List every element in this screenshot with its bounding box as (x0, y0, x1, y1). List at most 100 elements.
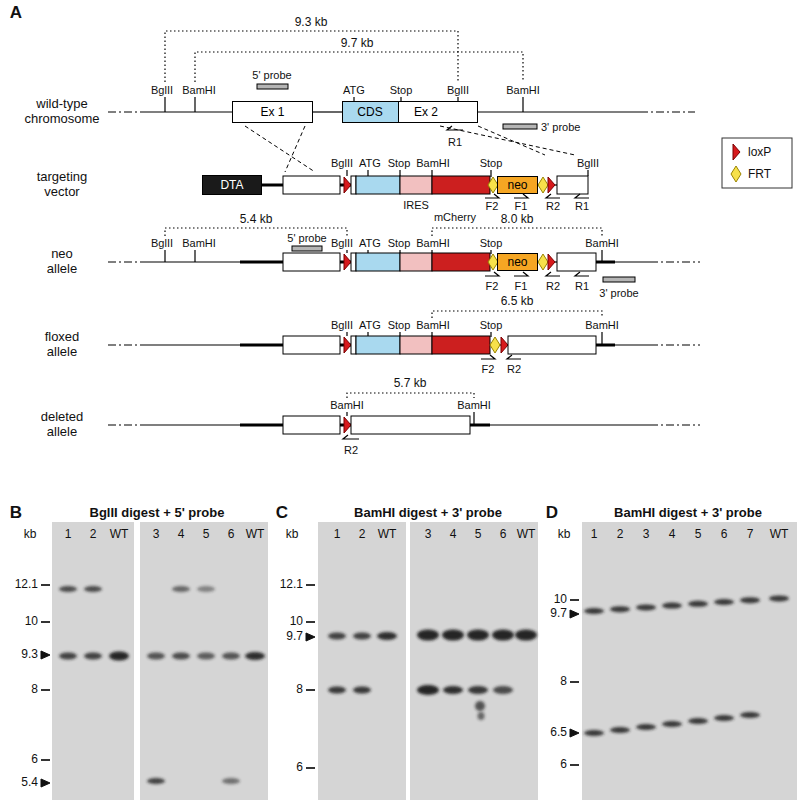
size-label: 9.7 kb (341, 37, 374, 50)
site-tick (346, 332, 347, 336)
blot-band (197, 586, 215, 592)
exon-box (557, 253, 596, 271)
site-label: BglII (151, 84, 173, 96)
site-label: Stop (480, 319, 503, 331)
marker-size: 8 (296, 683, 303, 696)
marker-tick (306, 621, 315, 623)
blot-band (515, 630, 537, 641)
homology-arm (262, 184, 283, 187)
mcherry-box (432, 253, 490, 271)
primer-arrow (507, 355, 521, 359)
homology-crossover (478, 126, 545, 155)
size-label: 9.3 kb (295, 16, 328, 29)
lane-number: 6 (721, 528, 728, 541)
site-label: ATG (359, 319, 381, 331)
exon-box (351, 253, 356, 271)
blot-band (172, 586, 190, 592)
size-label: 5.4 kb (240, 213, 273, 226)
lane-number: 6 (500, 528, 507, 541)
neo-cassette: neo (497, 176, 538, 194)
primer-arrow (575, 272, 589, 276)
row-name: neo allele (40, 247, 85, 276)
primer-label: R1 (575, 200, 589, 212)
size-bracket (432, 228, 602, 236)
site-label: BamHI (182, 84, 216, 96)
legend-shape (731, 166, 741, 182)
blot-band (714, 715, 734, 721)
legend-item: loxP (730, 143, 771, 161)
frt-site (538, 177, 548, 193)
primer-arrow (546, 194, 560, 198)
blot-band (492, 630, 514, 641)
site-tick (164, 250, 165, 262)
marker-size: 6.5 (550, 726, 567, 739)
marker-size: 12.1 (15, 578, 38, 591)
probe-bar (503, 124, 537, 129)
dna-line (145, 111, 232, 112)
homology-arm (470, 424, 490, 427)
lane-number: 5 (695, 528, 702, 541)
site-label: BglII (331, 319, 353, 331)
primer-arrow (575, 194, 589, 198)
unit-label: kb (558, 528, 571, 541)
blot-band (467, 630, 489, 641)
chromosome-continuation (108, 111, 145, 112)
row-name: targeting vector (22, 170, 102, 199)
legend-frame (722, 138, 792, 188)
dna-line (145, 344, 240, 345)
site-label: BglII (151, 237, 173, 249)
site-tick (473, 412, 474, 425)
site-label: Stop (480, 237, 503, 249)
size-label: 6.5 kb (501, 295, 534, 308)
blot-title: BamHI digest + 3' probe (354, 506, 502, 521)
marker-size: 8 (560, 675, 567, 688)
probe-bar (292, 246, 322, 251)
panel-letter: B (10, 503, 22, 522)
box-text: DTA (220, 179, 243, 191)
primer-arrow (343, 435, 359, 439)
marker-size: 6 (296, 761, 303, 774)
site-tick (601, 332, 602, 345)
dna-line (615, 344, 650, 345)
site-label: Stop (390, 84, 413, 96)
lane-number: 7 (747, 528, 754, 541)
site-label: BamHI (416, 237, 450, 249)
site-label: ATG (359, 237, 381, 249)
blot-band (147, 778, 165, 784)
legend-item: FRT (730, 165, 771, 183)
box-text: neo (507, 179, 527, 191)
cds-box (356, 336, 400, 354)
marker-tick (41, 621, 50, 623)
loxp-site (344, 254, 351, 270)
exon-box (283, 416, 340, 434)
probe-label: 5' probe (252, 69, 291, 81)
blot-band (84, 586, 102, 592)
marker-arrowhead (41, 651, 50, 659)
blot-band (584, 608, 604, 614)
site-tick (399, 250, 400, 253)
legend-text: FRT (748, 168, 771, 180)
blot-band (468, 686, 488, 694)
loxp-site (501, 337, 508, 353)
site-label: Stop (388, 237, 411, 249)
primer-label: R1 (575, 280, 589, 292)
lane-number: 2 (617, 528, 624, 541)
box-text: Ex 1 (260, 106, 284, 118)
marker-tick (306, 584, 315, 586)
size-bracket (165, 31, 458, 82)
dta-box: DTA (202, 175, 262, 195)
lane-number: 3 (643, 528, 650, 541)
blot-band (769, 595, 789, 601)
blot-band (109, 652, 129, 661)
exon-box (508, 336, 596, 354)
size-label: 5.7 kb (394, 377, 427, 390)
lane-number: 1 (65, 528, 72, 541)
neo-cassette: neo (497, 253, 538, 271)
lane-number: 3 (153, 528, 160, 541)
marker-size: 5.4 (21, 776, 38, 789)
blot-band (636, 604, 656, 610)
lane-number: 1 (334, 528, 341, 541)
chromosome-continuation (108, 261, 145, 262)
site-tick (601, 250, 602, 262)
primer-label: R2 (507, 363, 521, 375)
